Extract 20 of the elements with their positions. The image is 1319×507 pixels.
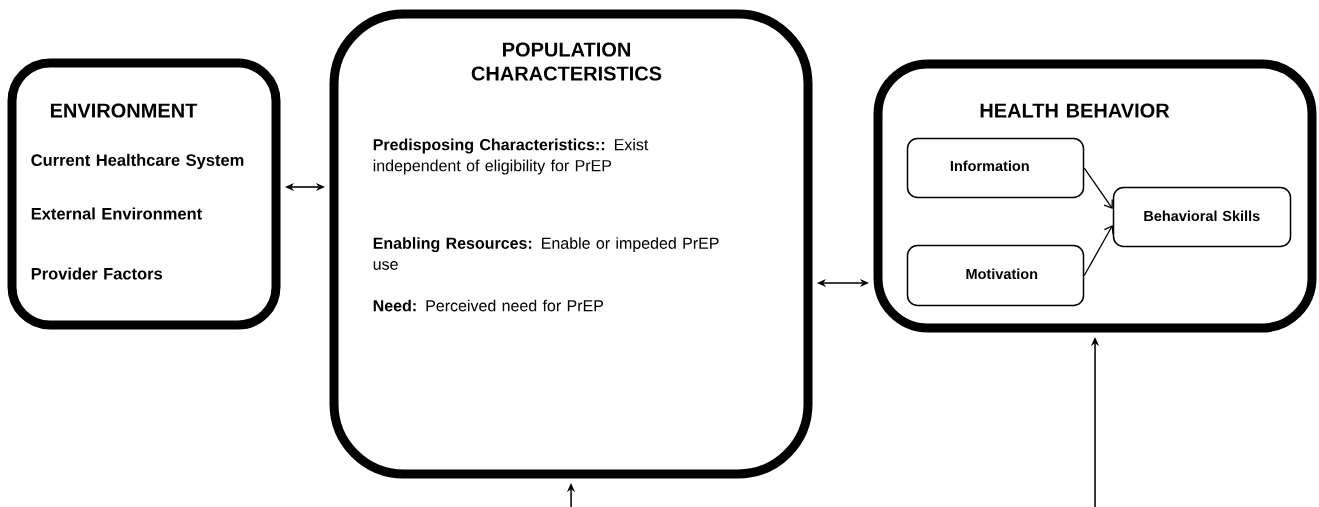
arrow	[1083, 167, 1113, 209]
process-box	[906, 137, 1085, 199]
section-box	[873, 59, 1317, 333]
box-label: Motivation	[966, 268, 1038, 280]
paragraph: Predisposing Characteristics:: Exist independent of eligibility for PrEP	[373, 138, 649, 175]
process-box	[906, 244, 1085, 307]
box-label: Information	[950, 160, 1029, 172]
section-box	[7, 58, 281, 330]
arrow	[1083, 225, 1114, 277]
section-box	[329, 9, 813, 479]
box-label: Behavioral Skills	[1144, 210, 1260, 222]
process-box	[1112, 186, 1292, 248]
heading: HEALTH BEHAVIOR	[980, 103, 1170, 118]
list-item: External Environment	[31, 207, 202, 220]
heading: ENVIRONMENT	[50, 103, 198, 118]
list-item: Current Healthcare System	[31, 153, 244, 170]
paragraph: Enabling Resources: Enable or impeded PrEP use	[373, 237, 719, 270]
paragraph: Need: Perceived need for PrEP	[373, 299, 604, 312]
heading: POPULATION CHARACTERISTICS	[471, 42, 662, 81]
list-item: Provider Factors	[31, 267, 163, 280]
